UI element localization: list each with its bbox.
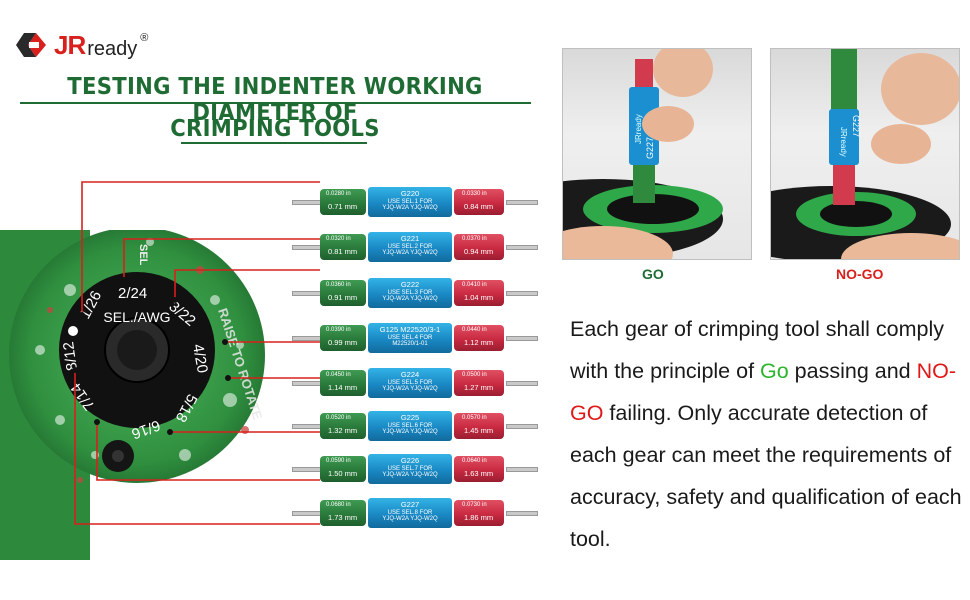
pin-gauge: 0.0390 in 0.99 mm G125 M22520/3-1 USE SE… bbox=[292, 323, 538, 353]
go-end: 0.0390 in 0.99 mm bbox=[320, 325, 366, 351]
page-title-line2: CRIMPING TOOLS bbox=[170, 116, 380, 142]
jrready-logo-icon bbox=[16, 33, 46, 57]
nogo-highlight: NO-GO bbox=[570, 359, 957, 425]
brand-registered: ® bbox=[140, 32, 149, 44]
nogo-end: 0.0570 in 1.45 mm bbox=[454, 413, 504, 439]
brand-logo: JR ready ® bbox=[14, 28, 148, 62]
svg-text:G227: G227 bbox=[851, 115, 861, 137]
svg-text:JRready: JRready bbox=[634, 114, 643, 144]
description-text: Each gear of crimping tool shall comply … bbox=[570, 317, 962, 551]
leader-line-2 bbox=[123, 238, 320, 280]
go-end: 0.0590 in 1.50 mm bbox=[320, 456, 366, 482]
go-test-photo: JRready G227 bbox=[562, 48, 752, 260]
dial-position-2: 2/24 bbox=[118, 285, 147, 302]
go-end: 0.0280 in 0.71 mm bbox=[320, 189, 366, 215]
nogo-end: 0.0440 in 1.12 mm bbox=[454, 325, 504, 351]
title-underline bbox=[20, 102, 531, 104]
nogo-caption: NO-GO bbox=[836, 266, 884, 282]
go-end: 0.0320 in 0.81 mm bbox=[320, 234, 366, 260]
go-end: 0.0520 in 1.32 mm bbox=[320, 413, 366, 439]
dial-position-8: 8/12 bbox=[60, 341, 81, 372]
go-highlight: Go bbox=[760, 359, 789, 383]
brand-jr: JR bbox=[54, 29, 86, 60]
page-title-line1: TESTING THE INDENTER WORKING DIAMETER OF bbox=[67, 74, 483, 126]
svg-text:JRready: JRready bbox=[839, 127, 848, 157]
nogo-end: 0.0330 in 0.84 mm bbox=[454, 189, 504, 215]
leader-line-7 bbox=[96, 422, 320, 481]
go-caption: GO bbox=[642, 266, 664, 282]
nogo-end: 0.0640 in 1.63 mm bbox=[454, 456, 504, 482]
dial-position-4: 4/20 bbox=[189, 343, 211, 375]
leader-lines bbox=[72, 181, 320, 525]
nogo-end: 0.0500 in 1.27 mm bbox=[454, 370, 504, 396]
go-end: 0.0360 in 0.91 mm bbox=[320, 280, 366, 306]
go-end: 0.0680 in 1.73 mm bbox=[320, 500, 366, 526]
nogo-end: 0.0370 in 0.94 mm bbox=[454, 234, 504, 260]
title-underline bbox=[181, 142, 367, 144]
nogo-end: 0.0730 in 1.86 mm bbox=[454, 500, 504, 526]
leader-line-1 bbox=[81, 181, 320, 315]
svg-text:G227: G227 bbox=[645, 137, 655, 159]
dial-center-label: SEL./AWG bbox=[103, 309, 170, 325]
brand-ready: ready bbox=[87, 37, 138, 60]
nogo-end: 0.0410 in 1.04 mm bbox=[454, 280, 504, 306]
dial-side-text: SEL bbox=[137, 244, 149, 266]
nogo-test-photo: JRready G227 bbox=[770, 48, 960, 260]
leader-line-3 bbox=[174, 269, 320, 300]
leader-line-8 bbox=[74, 370, 320, 525]
go-end: 0.0450 in 1.14 mm bbox=[320, 370, 366, 396]
